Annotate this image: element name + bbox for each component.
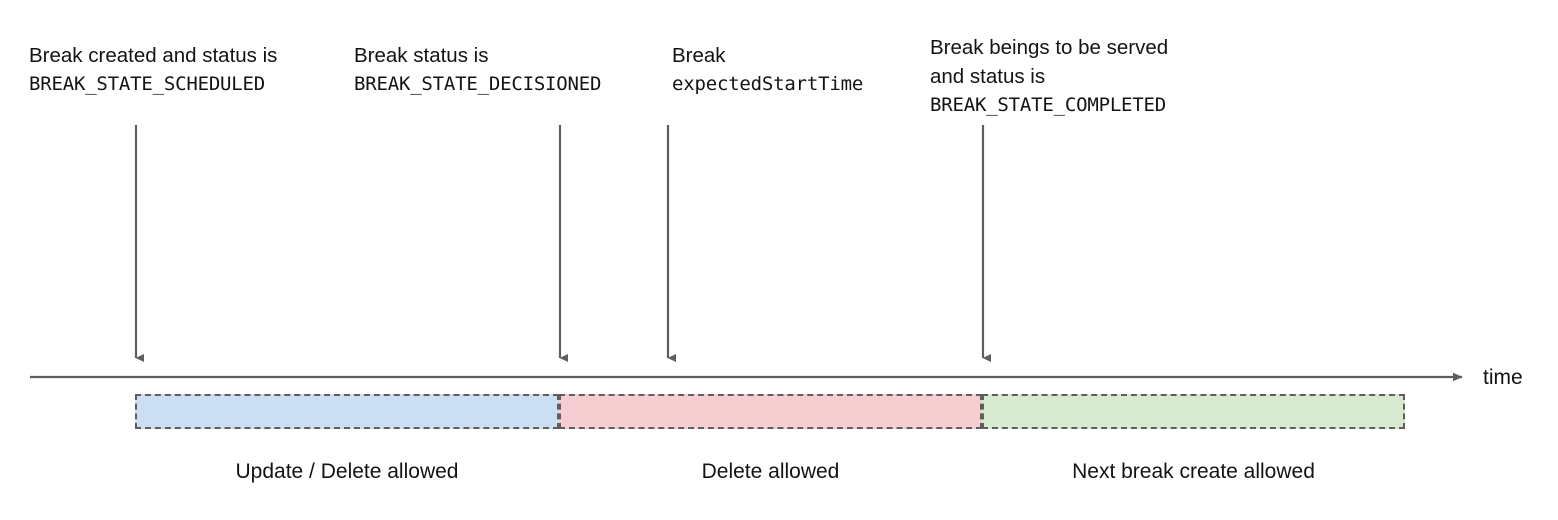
annotation-break-expected-start: Break expectedStartTime — [672, 41, 863, 99]
phase-caption-decisioned: Delete allowed — [701, 460, 840, 483]
annotation-break-expected-start-field: expectedStartTime — [672, 73, 864, 95]
time-axis-label: time — [1483, 366, 1523, 389]
annotation-break-decisioned: Break status is BREAK_STATE_DECISIONED — [354, 41, 601, 99]
phase-band-scheduled — [135, 394, 559, 429]
annotation-break-expected-start-prose: Break — [672, 44, 726, 67]
annotation-break-created-prose: Break created and status is — [29, 44, 278, 67]
phase-caption-completed: Next break create allowed — [1072, 460, 1315, 483]
phase-caption-scheduled: Update / Delete allowed — [235, 460, 459, 483]
annotation-break-completed-prose-line1: Break beings to be served — [930, 36, 1169, 59]
phase-band-decisioned — [559, 394, 982, 429]
annotation-break-created-state: BREAK_STATE_SCHEDULED — [29, 73, 266, 95]
annotation-break-completed-state: BREAK_STATE_COMPLETED — [930, 94, 1167, 116]
annotation-break-decisioned-state: BREAK_STATE_DECISIONED — [354, 73, 602, 95]
phase-band-completed — [982, 394, 1405, 429]
annotation-break-completed-prose-line2: and status is — [930, 65, 1046, 88]
annotation-break-created: Break created and status is BREAK_STATE_… — [29, 41, 277, 99]
annotation-break-decisioned-prose: Break status is — [354, 44, 489, 67]
annotation-break-completed: Break beings to be served and status is … — [930, 33, 1168, 120]
